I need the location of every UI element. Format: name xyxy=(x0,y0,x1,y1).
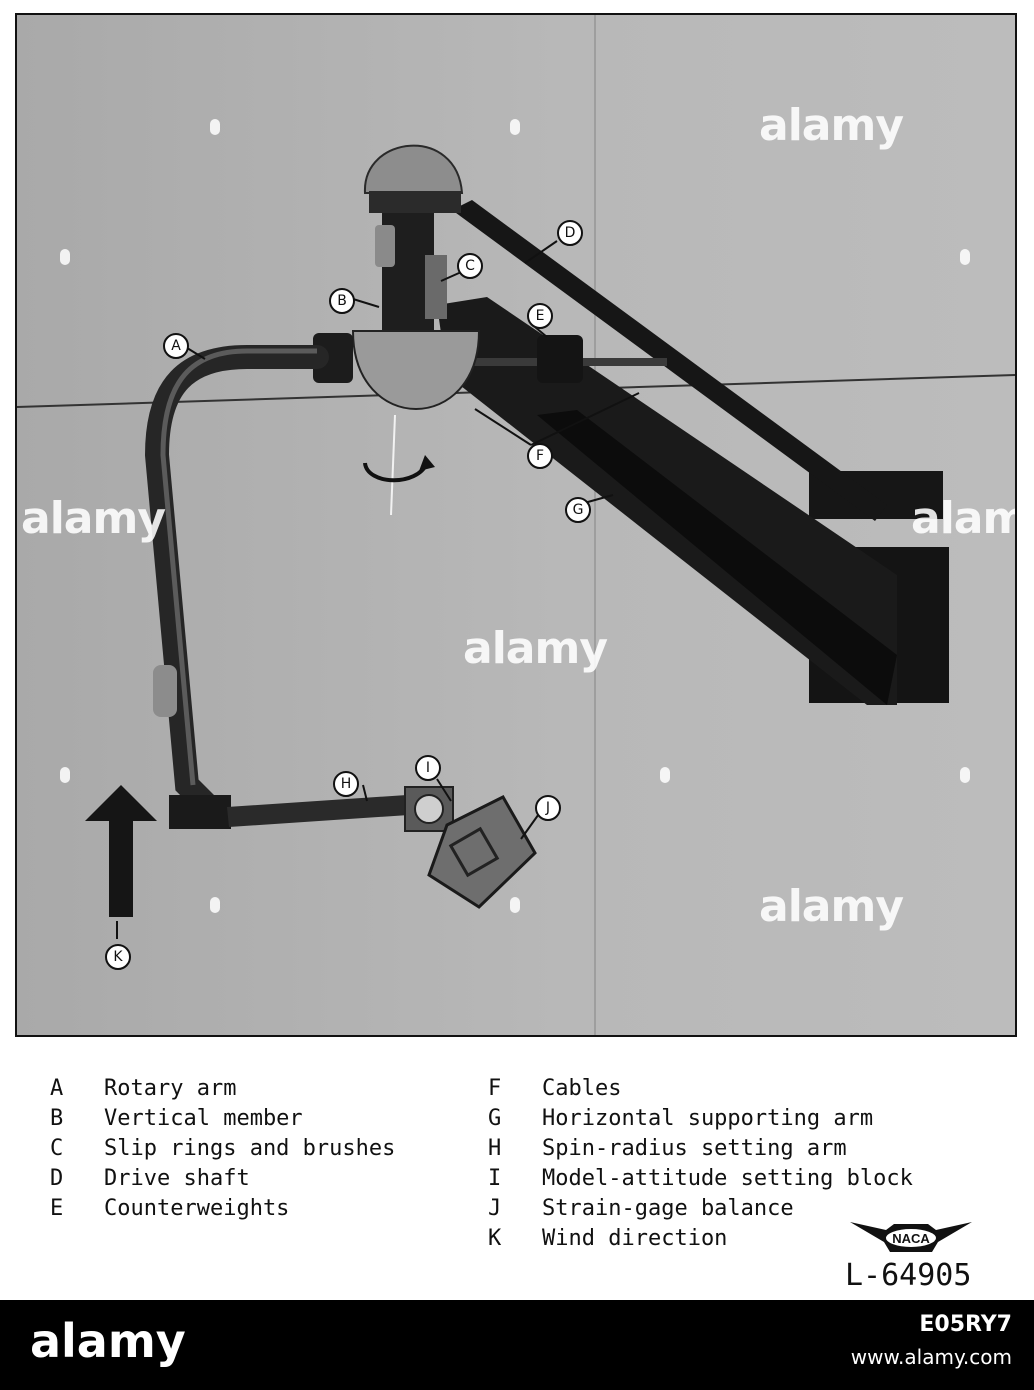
wind-direction-arrow xyxy=(85,785,157,917)
counterweight xyxy=(537,335,583,383)
watermark-top-right: alamy xyxy=(759,100,904,151)
legend-label: Rotary arm xyxy=(104,1075,237,1101)
photograph: A B C D E F G H I J K alamy alamy alamy alamy alam… xyxy=(15,13,1017,1037)
footer-ids: E05RY7 www.alamy.com xyxy=(851,1312,1012,1369)
watermark-right: alamy xyxy=(911,493,1015,544)
legend-label: Cables xyxy=(542,1075,622,1101)
legend-letter: G xyxy=(488,1105,502,1131)
balance-frame xyxy=(448,826,500,878)
watermark-dot xyxy=(660,767,670,783)
callout-e: E xyxy=(527,303,553,329)
rotary-arm xyxy=(144,345,329,817)
legend-label: Counterweights xyxy=(104,1195,290,1221)
legend-label: Spin-radius setting arm xyxy=(542,1135,847,1161)
photo-id: L-64905 xyxy=(845,1258,972,1293)
callout-c: C xyxy=(457,253,483,279)
legend-letter: D xyxy=(50,1165,64,1191)
arm-connector xyxy=(153,665,177,717)
legend-letter: J xyxy=(488,1195,502,1221)
legend-row-c: C Slip rings and brushes xyxy=(50,1133,395,1163)
watermark-left: alamy xyxy=(21,493,166,544)
footer-brand: alamy xyxy=(30,1314,186,1368)
rotation-arrow xyxy=(363,461,429,483)
legend-row-k: K Wind direction xyxy=(488,1223,913,1253)
rotary-arm-highlight xyxy=(160,348,317,786)
callout-f: F xyxy=(527,443,553,469)
legend-row-i: I Model-attitude setting block xyxy=(488,1163,913,1193)
callout-j: J xyxy=(535,795,561,821)
hub-sphere xyxy=(351,330,481,410)
slip-rings xyxy=(425,255,447,319)
legend-row-g: G Horizontal supporting arm xyxy=(488,1103,913,1133)
connector xyxy=(375,225,395,267)
callout-b: B xyxy=(329,288,355,314)
watermark-dot xyxy=(510,897,520,913)
legend-row-a: A Rotary arm xyxy=(50,1073,395,1103)
legend-label: Horizontal supporting arm xyxy=(542,1105,874,1131)
legend-letter: K xyxy=(488,1225,502,1251)
watermark-dot xyxy=(960,249,970,265)
watermark-dot xyxy=(210,897,220,913)
apparatus-photo xyxy=(17,15,1015,1035)
callout-d: D xyxy=(557,220,583,246)
legend-letter: I xyxy=(488,1165,502,1191)
legend-label: Vertical member xyxy=(104,1105,303,1131)
callout-h: H xyxy=(333,771,359,797)
legend-letter: A xyxy=(50,1075,64,1101)
callout-i: I xyxy=(415,755,441,781)
legend-label: Drive shaft xyxy=(104,1165,250,1191)
spin-radius-setting-arm xyxy=(227,795,409,827)
legend-row-f: F Cables xyxy=(488,1073,913,1103)
watermark-center: alamy xyxy=(463,623,608,674)
legend-letter: H xyxy=(488,1135,502,1161)
attitude-gear xyxy=(414,794,444,824)
legend-letter: B xyxy=(50,1105,64,1131)
watermark-dot xyxy=(510,119,520,135)
rotation-axis xyxy=(390,414,396,516)
legend-row-b: B Vertical member xyxy=(50,1103,395,1133)
drive-shaft xyxy=(452,200,887,521)
top-dome-base xyxy=(369,191,461,213)
legend-letter: E xyxy=(50,1195,64,1221)
arm-elbow-block xyxy=(169,795,231,829)
legend-label: Strain-gage balance xyxy=(542,1195,794,1221)
watermark-bottom-right: alamy xyxy=(759,881,904,932)
rotation-arrow-head xyxy=(419,455,435,471)
hub-collar xyxy=(313,333,353,383)
naca-logo: NACA xyxy=(850,1222,972,1252)
footer-image-id: E05RY7 xyxy=(919,1312,1012,1337)
footer-bar: alamy E05RY7 www.alamy.com xyxy=(0,1300,1034,1390)
callout-a: A xyxy=(163,333,189,359)
callout-g: G xyxy=(565,497,591,523)
legend-row-d: D Drive shaft xyxy=(50,1163,395,1193)
watermark-dot xyxy=(960,767,970,783)
top-dome xyxy=(363,144,464,194)
footer-url[interactable]: www.alamy.com xyxy=(850,1345,1012,1369)
watermark-dot xyxy=(210,119,220,135)
naca-logo-text: NACA xyxy=(892,1231,930,1246)
legend-label: Model-attitude setting block xyxy=(542,1165,913,1191)
support-arm-shadow xyxy=(537,410,897,705)
legend-row-e: E Counterweights xyxy=(50,1193,395,1223)
callout-leaders xyxy=(116,240,640,939)
callout-k: K xyxy=(105,944,131,970)
legend-letter: C xyxy=(50,1135,64,1161)
legend-row-h: H Spin-radius setting arm xyxy=(488,1133,913,1163)
legend-label: Slip rings and brushes xyxy=(104,1135,396,1161)
legend-letter: F xyxy=(488,1075,502,1101)
strain-gage-balance xyxy=(427,795,537,909)
watermark-dot xyxy=(60,767,70,783)
watermark-dot xyxy=(60,249,70,265)
legend-label: Wind direction xyxy=(542,1225,728,1251)
naca-oval xyxy=(884,1227,938,1249)
legend-row-j: J Strain-gage balance xyxy=(488,1193,913,1223)
